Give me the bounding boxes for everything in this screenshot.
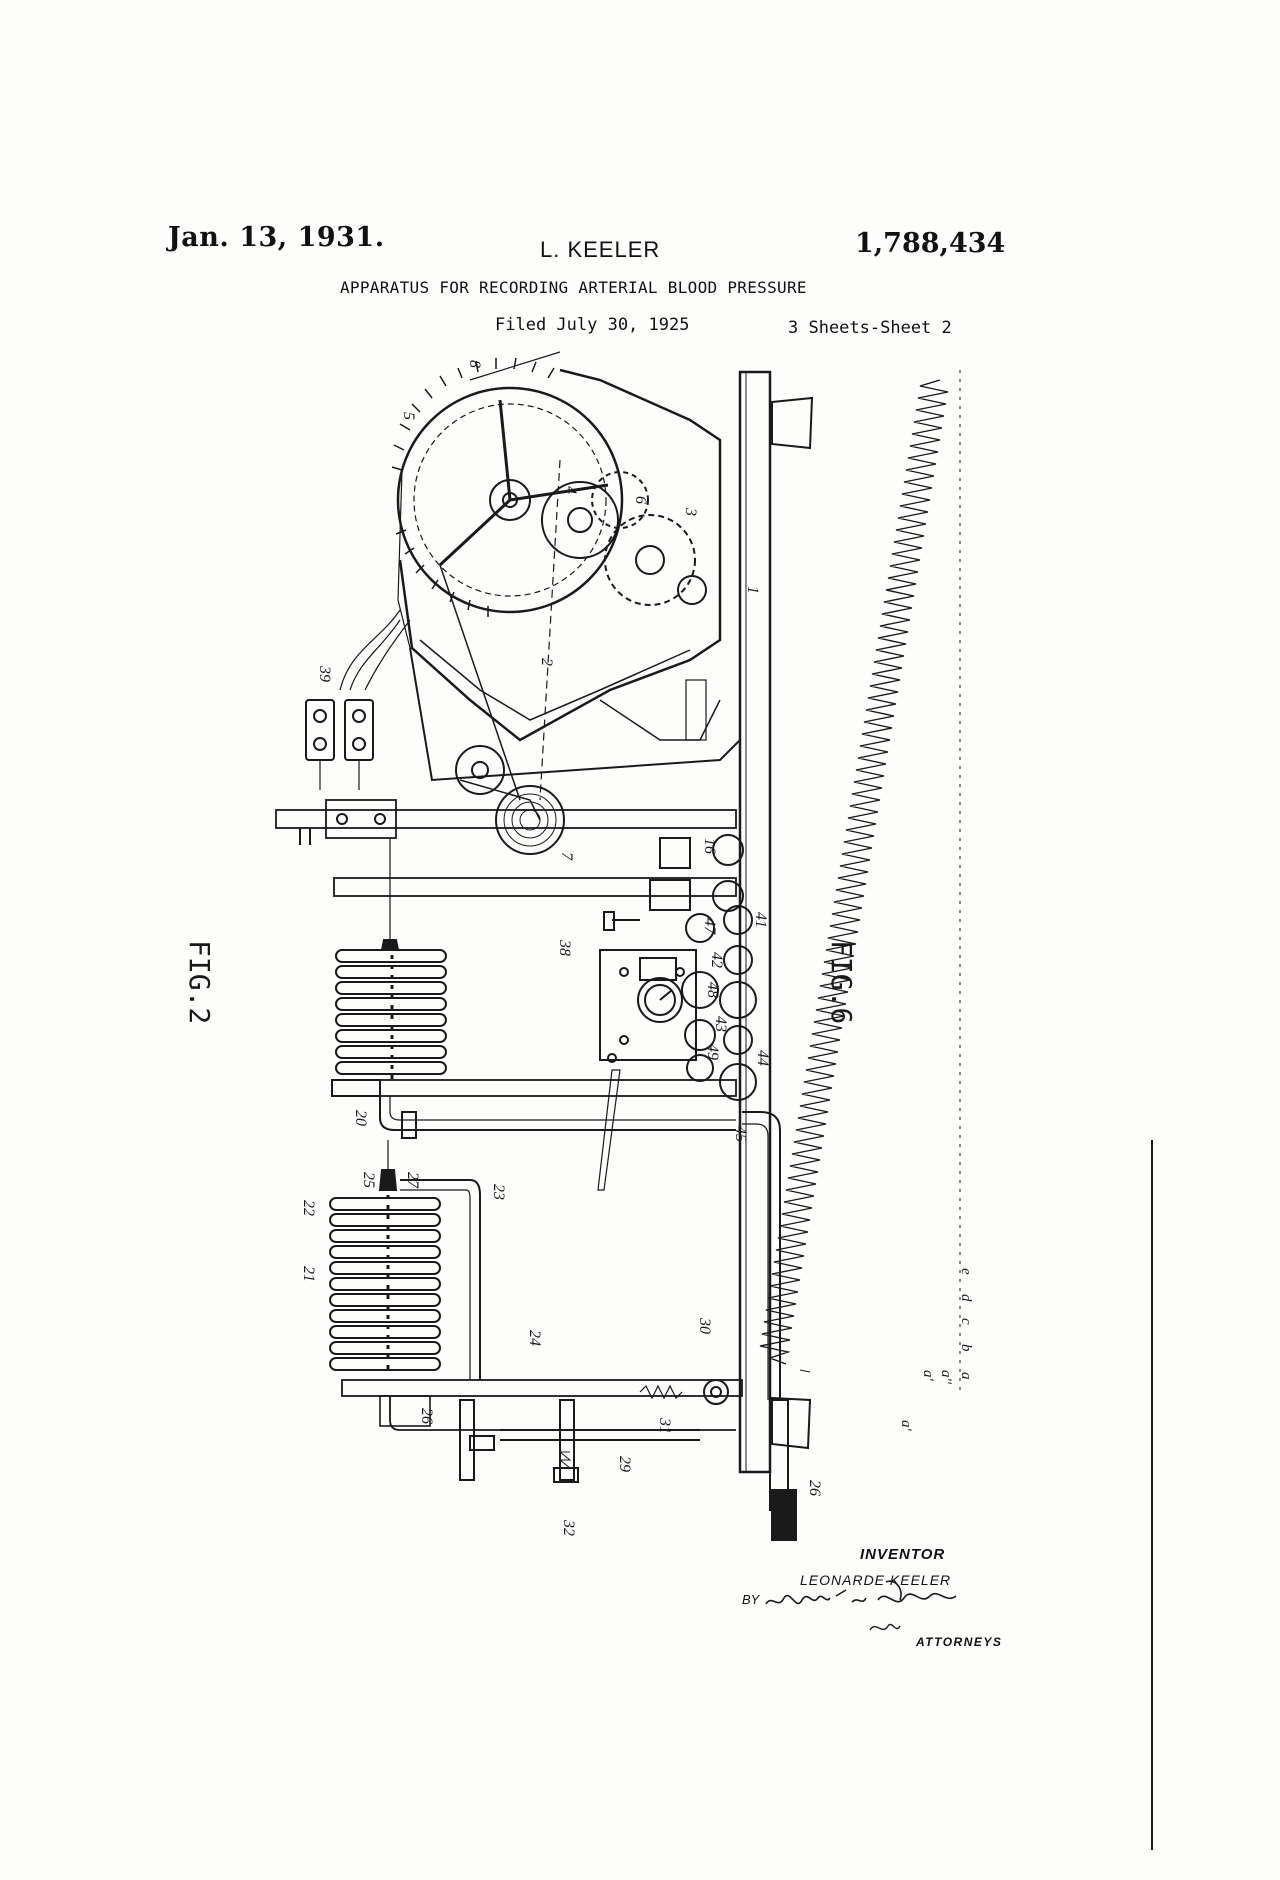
base-board — [738, 370, 772, 1474]
fig2-label: FIG.2 — [183, 940, 216, 1024]
svg-text:3: 3 — [682, 507, 699, 516]
gauge-cluster — [597, 834, 757, 1191]
kymograph — [391, 351, 741, 855]
svg-text:7: 7 — [558, 852, 575, 861]
svg-text:4: 4 — [562, 486, 579, 494]
svg-text:26: 26 — [806, 1480, 823, 1496]
svg-text:6: 6 — [632, 496, 649, 504]
svg-text:2: 2 — [538, 658, 555, 666]
svg-text:29: 29 — [616, 1456, 633, 1472]
patent-number: 1,788,434 — [855, 228, 1006, 259]
svg-text:39: 39 — [316, 665, 333, 682]
svg-text:41: 41 — [752, 912, 769, 928]
lower-plate — [341, 1379, 743, 1397]
svg-text:27: 27 — [404, 1172, 421, 1189]
svg-text:16: 16 — [701, 838, 718, 854]
fig6-label: FIG.6 — [825, 940, 858, 1024]
patent-date: Jan. 13, 1931. — [168, 222, 385, 253]
svg-text:44: 44 — [754, 1050, 771, 1066]
svg-text:21: 21 — [300, 1266, 317, 1282]
fig6-drawing: a'' a' a' a b c d e — [759, 370, 974, 1432]
svg-text:47: 47 — [701, 918, 718, 935]
svg-text:38: 38 — [556, 939, 573, 956]
svg-text:30: 30 — [696, 1317, 713, 1334]
cross-rod — [275, 809, 737, 829]
svg-text:20: 20 — [352, 1110, 369, 1126]
svg-text:43: 43 — [712, 1016, 729, 1032]
svg-text:26: 26 — [418, 1408, 435, 1424]
svg-text:32: 32 — [560, 1519, 577, 1536]
svg-text:a': a' — [898, 1420, 914, 1432]
svg-text:a': a' — [920, 1370, 936, 1382]
pulse-wave-trace — [759, 379, 949, 1365]
svg-text:b: b — [958, 1344, 974, 1352]
svg-text:a: a — [958, 1372, 974, 1380]
tambour-upper — [335, 838, 447, 1080]
svg-text:a'': a'' — [938, 1370, 954, 1385]
svg-text:31: 31 — [656, 1417, 673, 1434]
svg-text:8: 8 — [466, 360, 483, 368]
inventor-name: L. KEELER — [540, 237, 661, 262]
tambour-lower — [329, 1140, 481, 1380]
foot-top — [771, 396, 814, 450]
third-rod — [331, 1079, 737, 1097]
patent-title: APPARATUS FOR RECORDING ARTERIAL BLOOD P… — [340, 278, 807, 297]
pen-holders — [305, 609, 411, 790]
filed-date: Filed July 30, 1925 — [495, 315, 690, 335]
second-rod — [333, 877, 737, 897]
svg-text:24: 24 — [526, 1330, 543, 1346]
svg-text:23: 23 — [490, 1184, 507, 1200]
foot-bottom — [771, 1396, 812, 1450]
svg-text:25: 25 — [360, 1172, 377, 1188]
svg-text:45: 45 — [732, 1126, 749, 1142]
svg-text:d: d — [958, 1294, 974, 1302]
svg-text:22: 22 — [300, 1200, 317, 1216]
svg-text:e: e — [958, 1268, 974, 1275]
svg-text:c: c — [958, 1318, 974, 1325]
svg-text:1: 1 — [744, 586, 761, 594]
sheet-count: 3 Sheets-Sheet 2 — [788, 318, 952, 338]
svg-text:48: 48 — [704, 982, 721, 998]
fig2-drawing: 8 5 4 6 3 1 2 39 7 16 38 47 41 42 48 43 … — [275, 351, 823, 1541]
svg-text:49: 49 — [704, 1044, 721, 1060]
svg-text:5: 5 — [400, 412, 417, 420]
svg-text:42: 42 — [708, 952, 725, 968]
